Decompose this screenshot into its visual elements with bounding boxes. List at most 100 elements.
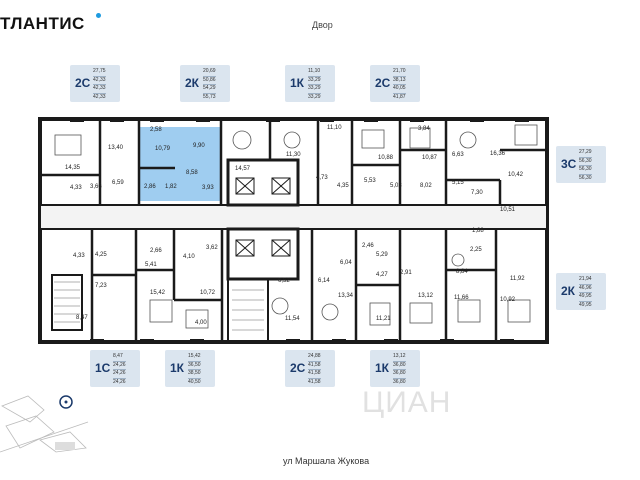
- room-area: 11,92: [510, 276, 525, 282]
- room-area: 1,88: [472, 228, 484, 234]
- room-area: 6,63: [452, 152, 464, 158]
- apartment-type: 2С: [375, 76, 391, 90]
- room-area: 7,30: [471, 190, 483, 196]
- stair-hatching: [54, 281, 264, 331]
- furniture: [54, 124, 538, 329]
- room-area: 3,62: [206, 245, 218, 251]
- room-area: 4,27: [376, 272, 388, 278]
- room-area: 10,51: [500, 207, 516, 213]
- room-area: 9,90: [193, 143, 205, 149]
- room-area: 8,58: [186, 170, 198, 176]
- room-area: 3,93: [202, 185, 214, 191]
- top-wall-piers: [70, 117, 529, 122]
- room-area: 15,42: [150, 290, 166, 296]
- apartment-type: 2С: [290, 361, 306, 375]
- room-area: 4,00: [195, 320, 207, 326]
- lift-core-upper: [226, 158, 300, 207]
- bottom-wall-piers: [90, 339, 514, 344]
- watermark: ЦИАН: [362, 386, 452, 419]
- room-area: 11,21: [376, 316, 391, 322]
- room-area: 8,02: [420, 183, 432, 189]
- logo-dot-icon: [96, 13, 101, 18]
- room-area: 2,25: [470, 247, 482, 253]
- room-area: 2,66: [150, 248, 162, 254]
- room-area: 11,30: [286, 152, 301, 158]
- room-area: 13,40: [108, 145, 124, 151]
- compass-icon: [59, 395, 73, 409]
- interior-walls-upper: [42, 121, 547, 205]
- room-area: 13,12: [418, 293, 434, 299]
- apartment-type: 1К: [290, 76, 304, 90]
- apartment-type: 3С: [561, 157, 577, 171]
- room-area: 1,82: [165, 184, 177, 190]
- room-area: 6,52: [278, 278, 290, 284]
- room-area: 4,10: [183, 254, 195, 260]
- street-label: ул Маршала Жукова: [283, 456, 370, 466]
- lift-icon: [235, 177, 291, 257]
- room-area: 11,10: [327, 125, 342, 131]
- apartment-type: 1К: [170, 361, 184, 375]
- room-area: 5,53: [364, 178, 376, 184]
- room-area: 4,73: [316, 175, 328, 181]
- room-area: 4,25: [95, 252, 107, 258]
- room-area: 3,84: [418, 126, 430, 132]
- interior-walls-lower: [90, 229, 498, 340]
- room-area: 2,91: [400, 270, 412, 276]
- apartment-type: 2К: [185, 76, 199, 90]
- apartment-type: 2К: [561, 284, 575, 298]
- yard-label: Двор: [312, 20, 333, 30]
- site-minimap: [0, 395, 89, 453]
- room-area: 5,41: [145, 262, 157, 268]
- stair-left: [51, 274, 83, 331]
- apartment-type: 1С: [95, 361, 111, 375]
- room-area: 5,03: [390, 183, 402, 189]
- corridor: [39, 204, 548, 230]
- room-area: 10,79: [155, 146, 171, 152]
- room-area: 6,59: [112, 180, 124, 186]
- highlighted-apartment: [139, 127, 221, 201]
- stair-core: [227, 278, 269, 342]
- brand-logo: ТЛАНТИС: [0, 14, 85, 33]
- room-area: 13,34: [338, 293, 354, 299]
- room-area: 10,42: [508, 172, 524, 178]
- room-area: 4,33: [73, 253, 85, 259]
- room-area: 5,15: [452, 180, 464, 186]
- room-area: 2,58: [150, 127, 162, 133]
- room-area: 3,66: [90, 184, 102, 190]
- apartment-type: 1К: [375, 361, 389, 375]
- room-area: 14,35: [65, 165, 81, 171]
- room-area: 16,36: [490, 151, 506, 157]
- room-area: 11,66: [454, 295, 469, 301]
- room-area: 5,29: [376, 252, 388, 258]
- room-area: 4,33: [70, 185, 82, 191]
- room-area: 6,14: [318, 278, 330, 284]
- room-area: 14,57: [235, 166, 251, 172]
- room-area: 11,54: [285, 316, 300, 322]
- room-area: 4,35: [337, 183, 349, 189]
- room-area: 10,88: [378, 155, 394, 161]
- room-area: 7,23: [95, 283, 107, 289]
- room-area: 2,46: [362, 243, 374, 249]
- room-area: 8,47: [76, 315, 88, 321]
- room-area: 10,92: [500, 297, 516, 303]
- room-area: 10,87: [422, 155, 438, 161]
